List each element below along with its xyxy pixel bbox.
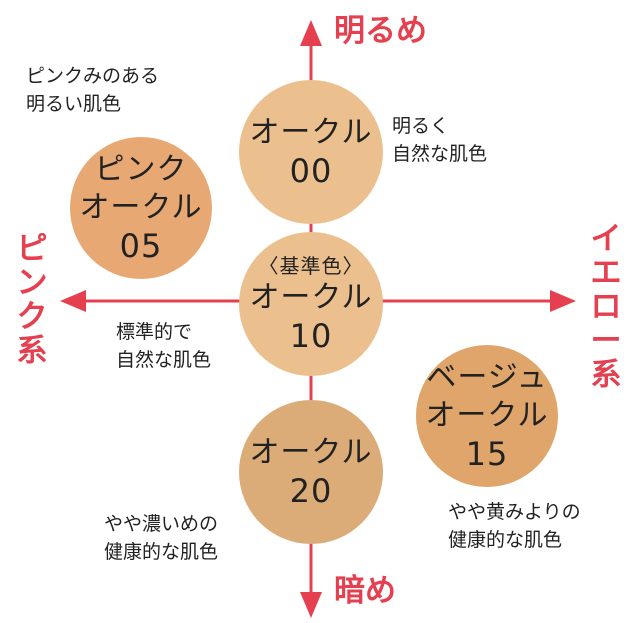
desc-ochre-00: 明るく 自然な肌色	[392, 115, 488, 165]
swatch-beige-ochre-15-label1: ベージュ	[426, 360, 548, 395]
swatch-ochre-10-badge: 〈基準色〉	[258, 254, 364, 278]
swatch-ochre-00-number: 00	[289, 152, 333, 190]
swatch-beige-ochre-15: ベージュ オークル 15	[416, 345, 558, 487]
desc-beige-15: やや黄みよりの 健康的な肌色	[448, 501, 581, 551]
swatch-ochre-00-label: オークル	[249, 115, 373, 150]
axis-label-dark: 暗め	[334, 573, 396, 609]
desc-pink-bright: ピンクみのある 明るい肌色	[26, 65, 160, 115]
swatch-beige-ochre-15-label2: オークル	[425, 398, 549, 433]
arrow-left-icon	[60, 290, 86, 312]
swatch-pink-ochre-05-label1: ピンク	[94, 152, 188, 187]
swatch-pink-ochre-05-number: 05	[119, 227, 163, 265]
axis-label-pink: ピ ン ク 系	[16, 231, 48, 369]
swatch-ochre-10-number: 10	[289, 317, 333, 355]
swatch-beige-ochre-15-number: 15	[465, 435, 509, 473]
axis-label-bright: 明るめ	[334, 13, 427, 49]
desc-ochre-10: 標準的で 自然な肌色	[116, 321, 212, 371]
swatch-ochre-00: オークル 00	[239, 80, 383, 224]
swatch-ochre-10-label: オークル	[249, 280, 373, 315]
arrow-up-icon	[300, 20, 322, 46]
arrow-right-icon	[550, 290, 576, 312]
arrow-down-icon	[300, 592, 322, 618]
swatch-pink-ochre-05: ピンク オークル 05	[70, 137, 212, 279]
swatch-ochre-10: 〈基準色〉 オークル 10	[239, 232, 383, 376]
axis-label-yellow: イ エ ロ ー 系	[590, 221, 622, 393]
swatch-ochre-20-number: 20	[289, 472, 333, 510]
swatch-pink-ochre-05-label2: オークル	[79, 190, 203, 225]
desc-ochre-20: やや濃いめの 健康的な肌色	[104, 513, 219, 563]
swatch-ochre-20: オークル 20	[239, 400, 383, 544]
swatch-ochre-20-label: オークル	[249, 435, 373, 470]
